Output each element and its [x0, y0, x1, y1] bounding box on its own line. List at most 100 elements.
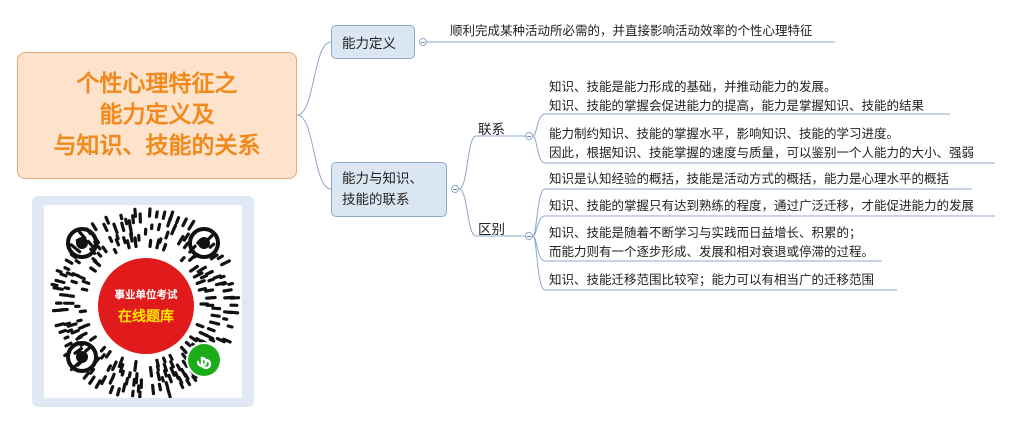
- qr-module: [215, 337, 226, 344]
- subtopic-link[interactable]: 联系: [478, 122, 505, 138]
- qr-module: [59, 272, 68, 278]
- qr-module: [54, 278, 66, 285]
- qr-module: [111, 360, 118, 372]
- qr-module: [132, 377, 137, 387]
- link-link-item2: [532, 135, 546, 164]
- qr-module: [55, 268, 63, 274]
- qr-module: [82, 322, 91, 328]
- qr-module: [209, 320, 221, 326]
- qr-module: [127, 371, 132, 379]
- qr-module: [66, 328, 74, 334]
- qr-module: [187, 219, 196, 231]
- qr-module: [169, 366, 176, 377]
- qr-module: [101, 245, 108, 254]
- qr-module: [102, 222, 109, 232]
- qr-module: [227, 281, 235, 287]
- difference-item-3-line-1: 知识、技能是随着不断学习与实践而日益增长、积累的；: [549, 225, 862, 240]
- link-item-2-line-2: 因此，根据知识、技能掌握的速度与质量，可以鉴别一个人能力的大小、强弱: [549, 145, 975, 160]
- difference-item-2-line-1: 知识、技能的掌握只有达到熟练的程度，通过广泛迁移，才能促进能力的发展: [549, 198, 975, 213]
- qr-module: [112, 247, 118, 255]
- qr-module: [76, 318, 83, 323]
- qr-module: [127, 219, 133, 231]
- qr-module: [156, 222, 162, 232]
- qr-module: [64, 258, 74, 265]
- difference-item-1-line-1: 知识是认知经验的概括，技能是活动方式的概括，能力是心理水平的概括: [549, 171, 950, 186]
- qr-module: [189, 335, 198, 343]
- central-topic-line-2: 能力定义及: [99, 102, 215, 128]
- qr-module: [89, 367, 96, 375]
- link-item-1-line-1: 知识、技能是能力形成的基础，并推动能力的发展。: [549, 79, 837, 94]
- branch-node-relation[interactable]: 能力与知识、 技能的联系: [331, 162, 447, 217]
- qr-module: [71, 272, 81, 278]
- qr-module: [121, 382, 127, 393]
- qr-module: [221, 281, 228, 286]
- qr-module: [156, 370, 162, 382]
- collapse-toggle-icon[interactable]: [451, 185, 459, 193]
- qr-module: [168, 353, 174, 361]
- qr-module: [166, 386, 172, 398]
- branch-node-definition[interactable]: 能力定义: [331, 25, 415, 59]
- qr-module: [220, 259, 231, 267]
- qr-finder-ring: [66, 227, 98, 259]
- badge-line-2: 在线题库: [118, 308, 174, 325]
- qr-module: [74, 259, 81, 265]
- qr-module: [51, 308, 63, 313]
- qr-module: [164, 381, 170, 389]
- collapse-toggle-icon[interactable]: [419, 38, 427, 46]
- qr-module: [204, 333, 215, 341]
- qr-module: [89, 266, 97, 273]
- qr-module: [94, 379, 102, 389]
- qr-module: [182, 232, 190, 242]
- qr-module: [167, 373, 173, 384]
- qr-module: [90, 222, 98, 232]
- qr-module: [219, 274, 226, 280]
- link-diff-item2: [532, 215, 546, 237]
- qr-module: [150, 383, 156, 396]
- qr-module: [133, 207, 138, 218]
- qr-module: [75, 247, 82, 254]
- qr-module: [162, 362, 169, 373]
- qr-module: [122, 236, 127, 245]
- qr-module: [154, 210, 159, 219]
- qr-module: [181, 352, 188, 361]
- qr-module: [130, 389, 135, 398]
- qr-module: [112, 222, 119, 235]
- qr-module: [209, 253, 219, 261]
- qr-module: [222, 288, 233, 293]
- central-topic[interactable]: 个性心理特征之 能力定义及 与知识、技能的关系: [17, 52, 297, 179]
- link-diff-item4: [532, 235, 546, 291]
- qr-module: [172, 223, 178, 230]
- qr-module: [179, 256, 186, 263]
- qr-module: [52, 286, 64, 291]
- qr-module: [192, 271, 204, 279]
- qr-code[interactable]: [44, 205, 242, 398]
- qr-module: [197, 286, 208, 292]
- collapse-toggle-icon[interactable]: [525, 132, 533, 140]
- collapse-toggle-icon[interactable]: [525, 232, 533, 240]
- qr-module: [104, 350, 112, 359]
- qr-module: [207, 277, 215, 283]
- difference-item-3: 知识、技能是随着不断学习与实践而日益增长、积累的； 而能力则有一个逐步形成、发展…: [549, 223, 874, 261]
- qr-module: [120, 369, 125, 377]
- qr-module: [195, 337, 203, 343]
- qr-module: [184, 340, 192, 348]
- qr-module: [91, 257, 98, 263]
- link-item-1-line-2: 知识、技能的掌握会促进能力的提高，能力是掌握知识、技能的结果: [549, 98, 925, 113]
- subtopic-difference[interactable]: 区别: [478, 222, 505, 238]
- qr-module: [162, 369, 168, 378]
- link-diff-item1: [532, 188, 546, 237]
- qr-module: [75, 335, 83, 341]
- difference-item-1: 知识是认知经验的概括，技能是活动方式的概括，能力是心理水平的概括: [549, 169, 949, 188]
- qr-module: [222, 317, 229, 321]
- qr-module: [133, 236, 138, 249]
- qr-module: [148, 366, 154, 378]
- qr-finder-dot: [76, 351, 88, 363]
- qr-module: [216, 254, 224, 261]
- branch-label-relation-line-2: 技能的联系: [342, 191, 410, 208]
- qr-finder-ring: [188, 227, 220, 259]
- qr-module: [177, 235, 185, 246]
- qr-module: [124, 217, 129, 226]
- qr-module: [157, 382, 163, 392]
- qr-module: [208, 242, 216, 249]
- qr-module: [191, 374, 198, 382]
